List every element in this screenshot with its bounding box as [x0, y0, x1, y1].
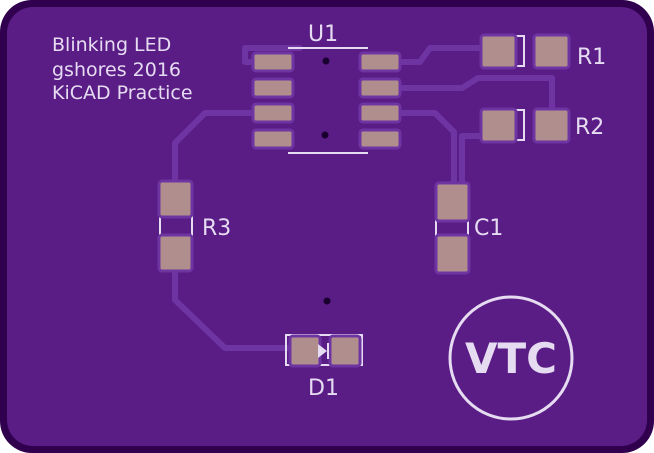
u1-pad-2 — [251, 77, 295, 99]
u1-pad-6 — [358, 102, 402, 124]
label-r1: R1 — [577, 45, 606, 70]
logo-ring — [448, 295, 574, 421]
r3-pad-a — [157, 179, 194, 219]
u1-pad-7 — [358, 77, 402, 99]
u1-pad-5 — [358, 128, 402, 150]
d1-pad-k — [328, 334, 362, 368]
r1-pad-a — [479, 33, 518, 70]
r3-pad-b — [157, 233, 194, 273]
trace-u1-c1 — [379, 110, 457, 193]
r1-pad-b — [532, 33, 571, 70]
label-u1: U1 — [308, 22, 338, 47]
c1-pad-a — [434, 181, 471, 223]
via — [323, 297, 331, 305]
board-note-line-1: Blinking LED — [52, 34, 171, 56]
d1-pad-a — [288, 334, 322, 368]
label-c1: C1 — [474, 216, 503, 241]
u1-footprint — [251, 47, 402, 154]
label-r2: R2 — [575, 115, 604, 140]
u1-pad-3 — [251, 102, 295, 124]
board-note-line-2: gshores 2016 — [52, 59, 181, 81]
trace-u1-r3 — [172, 110, 265, 191]
c1-pad-b — [434, 233, 471, 275]
r2-footprint — [479, 107, 571, 144]
u1-pad-8 — [358, 51, 402, 73]
label-d1: D1 — [308, 376, 339, 401]
trace-r3-d1 — [172, 265, 298, 351]
label-r3: R3 — [202, 216, 231, 241]
r2-pad-a — [479, 107, 518, 144]
r1-footprint — [479, 33, 571, 70]
r2-pad-b — [532, 107, 571, 144]
c1-footprint — [434, 181, 471, 275]
u1-pad-1 — [251, 51, 295, 73]
u1-pad-4 — [251, 128, 295, 150]
r3-footprint — [157, 179, 194, 273]
diode-symbol-icon — [318, 344, 327, 358]
d1-footprint — [285, 334, 363, 368]
u1-via — [321, 131, 329, 139]
logo-text: VTC — [465, 334, 557, 383]
trace-u1-r2 — [379, 75, 555, 127]
u1-pin1-dot — [322, 57, 330, 65]
copper-traces — [172, 45, 555, 351]
board-note-line-3: KiCAD Practice — [52, 82, 193, 104]
